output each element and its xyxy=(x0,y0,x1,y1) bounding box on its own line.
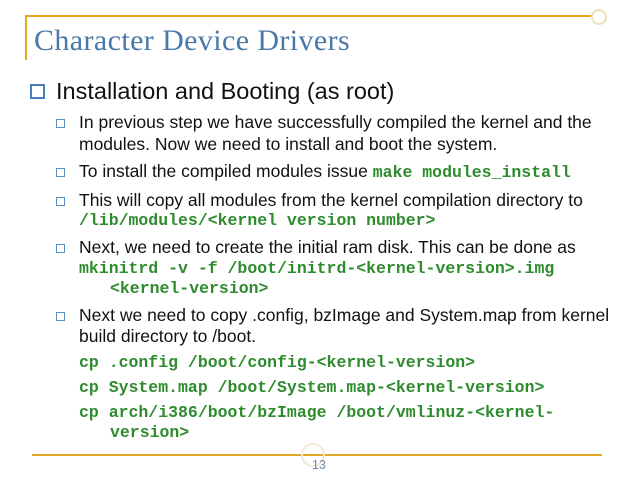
item-text: This will copy all modules from the kern… xyxy=(79,189,583,210)
code-line: cp .config /boot/config-<kernel-version> xyxy=(79,352,476,372)
list-item: This will copy all modules from the kern… xyxy=(56,190,618,232)
square-bullet-icon xyxy=(56,311,65,321)
inline-code: make modules_install xyxy=(372,163,571,182)
square-bullet-icon xyxy=(30,84,45,99)
item-text: To install the compiled modules issue xyxy=(79,161,373,181)
title-rule-ring-decoration xyxy=(591,9,607,25)
bullet-list: In previous step we have successfully co… xyxy=(30,112,618,443)
list-item-body: To install the compiled modules issue ma… xyxy=(79,161,611,184)
code-line: cp arch/i386/boot/bzImage /boot/vmlinuz-… xyxy=(79,402,555,422)
code-line: mkinitrd -v -f /boot/initrd-<kernel-vers… xyxy=(79,258,555,278)
list-item-body: This will copy all modules from the kern… xyxy=(79,190,611,232)
item-text: In previous step we have successfully co… xyxy=(79,112,592,154)
heading-label: Installation and Booting (as root) xyxy=(56,78,395,104)
item-text: Next, we need to create the initial ram … xyxy=(79,237,576,257)
item-text: Next we need to copy .config, bzImage an… xyxy=(79,304,610,347)
heading-item: Installation and Booting (as root) xyxy=(30,76,618,106)
code-line: /lib/modules/<kernel version number> xyxy=(79,211,436,230)
square-bullet-icon xyxy=(56,119,65,128)
square-bullet-icon xyxy=(56,196,65,206)
list-item-body: Next we need to copy .config, bzImage an… xyxy=(79,305,611,443)
list-item-body: In previous step we have successfully co… xyxy=(79,112,611,155)
square-bullet-icon xyxy=(56,244,65,253)
title-top-rule xyxy=(25,15,597,17)
list-item: To install the compiled modules issue ma… xyxy=(56,161,618,184)
slide-title: Character Device Drivers xyxy=(34,24,351,57)
slide-body: Installation and Booting (as root) In pr… xyxy=(30,76,618,449)
list-item: Next we need to copy .config, bzImage an… xyxy=(56,305,618,443)
page-number-ring-decoration xyxy=(301,443,325,467)
page-number: 13 xyxy=(312,458,326,472)
code-line-continuation: <kernel-version> xyxy=(110,278,269,298)
list-item: In previous step we have successfully co… xyxy=(56,112,618,155)
list-item: Next, we need to create the initial ram … xyxy=(56,237,618,299)
square-bullet-icon xyxy=(56,168,65,177)
code-line: cp System.map /boot/System.map-<kernel-v… xyxy=(79,377,545,397)
code-line-continuation: version> xyxy=(110,422,190,442)
title-left-rule xyxy=(25,15,27,60)
list-item-body: Next, we need to create the initial ram … xyxy=(79,237,611,299)
